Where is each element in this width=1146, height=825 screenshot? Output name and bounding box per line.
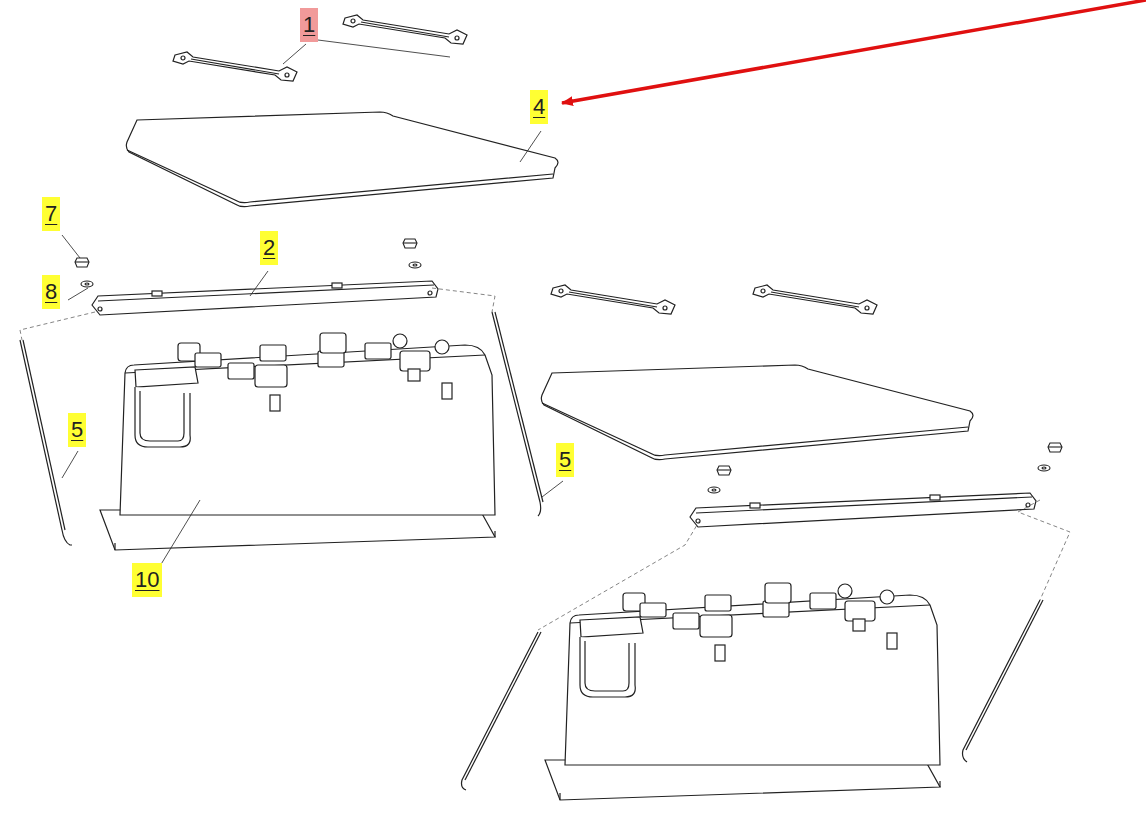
callout-number: 2 [260, 231, 278, 265]
callout-number: 10 [132, 563, 162, 597]
callout-number: 5 [68, 413, 86, 447]
callout-number: 1 [300, 8, 318, 42]
callout-number: 7 [42, 197, 60, 231]
callout-number: 5 [556, 443, 574, 477]
callout-number: 8 [42, 275, 60, 309]
callout-number: 4 [530, 90, 548, 124]
